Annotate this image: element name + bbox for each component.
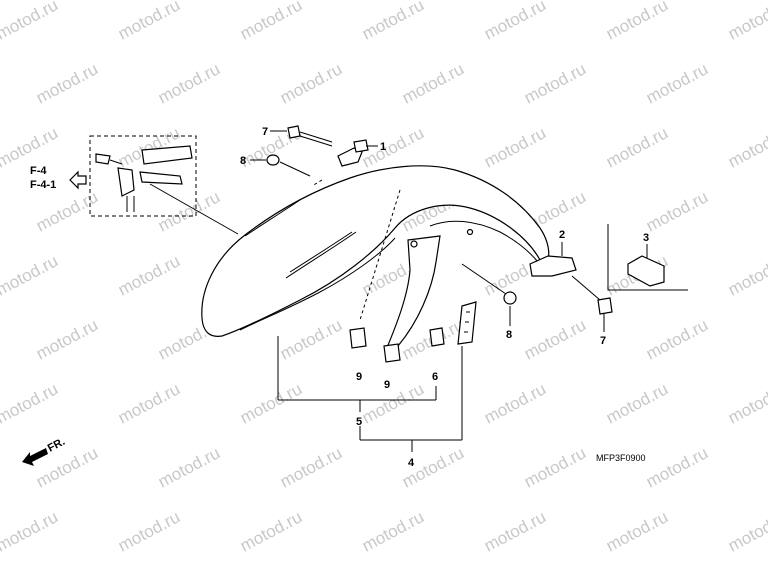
watermark-text: motod.ru xyxy=(603,0,671,44)
watermark-text: motod.ru xyxy=(0,251,61,299)
watermark-text: motod.ru xyxy=(359,379,427,427)
callout-3: 3 xyxy=(643,232,649,244)
callout-6: 6 xyxy=(432,371,438,383)
watermark-text: motod.ru xyxy=(237,0,305,44)
watermark-text: motod.ru xyxy=(277,59,345,107)
watermark-text: motod.ru xyxy=(521,59,589,107)
watermark-text: motod.ru xyxy=(643,187,711,235)
clamp-part-3 xyxy=(607,224,688,291)
leader-lines xyxy=(277,336,463,452)
watermark-text: motod.ru xyxy=(481,379,549,427)
watermark-text: motod.ru xyxy=(33,315,101,363)
watermark-text: motod.ru xyxy=(155,443,223,491)
watermark-text: motod.ru xyxy=(115,251,183,299)
watermark-text: motod.ru xyxy=(155,187,223,235)
watermark-text: motod.ru xyxy=(237,507,305,555)
watermark-text: motod.ru xyxy=(399,59,467,107)
watermark-text: motod.ru xyxy=(603,379,671,427)
bracket-part-1 xyxy=(337,139,378,167)
watermark-text: motod.ru xyxy=(359,0,427,44)
watermark-text: motod.ru xyxy=(481,123,549,171)
watermark-text: motod.ru xyxy=(643,443,711,491)
callout-4: 4 xyxy=(408,457,415,469)
grommet-part-8-right xyxy=(461,263,517,326)
direction-label: FR. xyxy=(46,436,67,455)
callout-9-right: 9 xyxy=(384,379,390,391)
front-fender xyxy=(201,165,550,351)
watermark-text: motod.ru xyxy=(643,315,711,363)
clip-parts xyxy=(349,301,477,363)
watermark-text: motod.ru xyxy=(643,59,711,107)
watermark-text: motod.ru xyxy=(603,123,671,171)
callout-8-top: 8 xyxy=(240,155,246,167)
watermark-text: motod.ru xyxy=(155,59,223,107)
watermark-text: motod.ru xyxy=(603,507,671,555)
watermark-text: motod.ru xyxy=(725,123,768,171)
callout-7-top: 7 xyxy=(262,126,268,138)
left-arrow-icon xyxy=(69,170,87,190)
diagram-code: MFP3F0900 xyxy=(596,453,646,463)
callout-5: 5 xyxy=(356,416,362,428)
watermark-text: motod.ru xyxy=(237,379,305,427)
watermark-text: motod.ru xyxy=(359,123,427,171)
watermark-text: motod.ru xyxy=(725,379,768,427)
watermark-text: motod.ru xyxy=(521,443,589,491)
bolt-part-7-top xyxy=(270,125,333,147)
reference-f4: F-4 xyxy=(30,165,47,177)
grommet-part-8-top xyxy=(250,154,311,177)
watermark-text: motod.ru xyxy=(0,379,61,427)
callout-9-left: 9 xyxy=(356,371,362,383)
watermark-text: motod.ru xyxy=(521,315,589,363)
watermark-text: motod.ru xyxy=(115,0,183,44)
watermark-text: motod.ru xyxy=(725,0,768,44)
direction-arrow-icon xyxy=(22,448,48,466)
watermark-text: motod.ru xyxy=(481,0,549,44)
hose-inset xyxy=(89,135,239,235)
watermark-text: motod.ru xyxy=(277,443,345,491)
reference-f4-1: F-4-1 xyxy=(30,179,56,191)
clamp-part-2 xyxy=(529,242,577,277)
callout-8-right: 8 xyxy=(506,329,512,341)
watermark-text: motod.ru xyxy=(33,187,101,235)
watermark-text: motod.ru xyxy=(481,507,549,555)
reference-block: F-4 F-4-1 xyxy=(30,165,87,191)
watermark-text: motod.ru xyxy=(277,315,345,363)
callout-7-right: 7 xyxy=(600,335,606,347)
watermark-text: motod.ru xyxy=(725,507,768,555)
watermark-text: motod.ru xyxy=(33,59,101,107)
callouts: 1 2 3 4 5 6 7 7 8 8 9 9 xyxy=(240,126,649,469)
watermark-text: motod.ru xyxy=(0,507,61,555)
callout-2: 2 xyxy=(559,229,565,241)
bolt-part-7-right xyxy=(571,275,613,332)
watermark-text: motod.ru xyxy=(359,507,427,555)
callout-1: 1 xyxy=(380,141,386,153)
watermark-text: motod.ru xyxy=(115,507,183,555)
watermark-text: motod.ru xyxy=(725,251,768,299)
watermark-text: motod.ru xyxy=(0,0,61,44)
watermark-text: motod.ru xyxy=(115,379,183,427)
